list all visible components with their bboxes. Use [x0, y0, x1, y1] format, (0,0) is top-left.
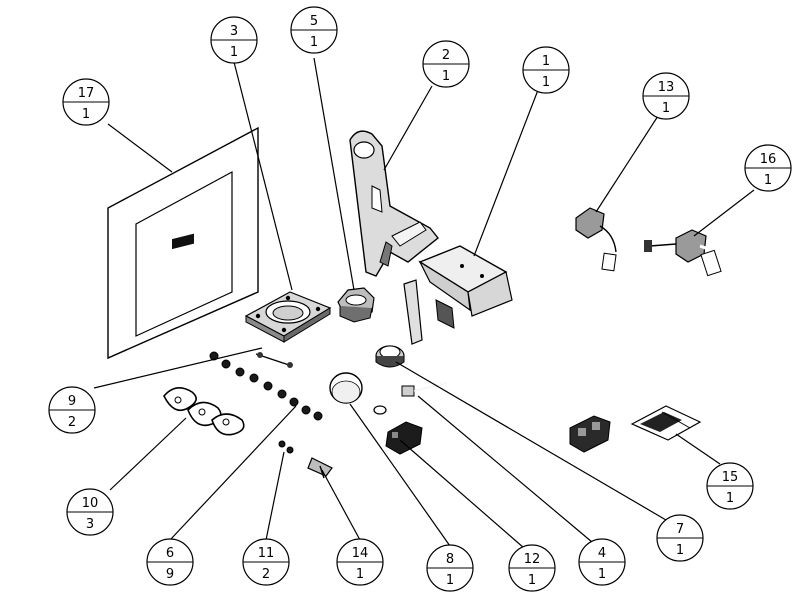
balloon-9-number: 9 [68, 394, 76, 409]
balloon-7-quantity: 1 [676, 543, 684, 558]
balloon-15: 15 1 [706, 462, 754, 510]
balloon-15-quantity: 1 [726, 491, 734, 506]
balloon-11: 11 2 [242, 538, 290, 586]
part-5-knob-nut [337, 287, 375, 323]
leader-14 [321, 469, 361, 541]
leader-10 [109, 417, 187, 491]
leader-15 [675, 433, 721, 465]
part-17-label-sheet [107, 126, 259, 360]
balloon-2: 2 1 [422, 40, 470, 88]
balloon-10-number: 10 [82, 496, 99, 511]
part-14-clip [307, 457, 333, 479]
balloon-6-quantity: 9 [166, 567, 174, 582]
balloon-2-quantity: 1 [442, 69, 450, 84]
part-2-support-bracket [349, 130, 439, 277]
balloon-5-number: 5 [310, 14, 318, 29]
leader-7 [395, 361, 667, 521]
balloon-16: 16 1 [744, 144, 792, 192]
balloon-8-number: 8 [446, 552, 454, 567]
leader-12 [399, 439, 525, 549]
leader-8 [349, 403, 451, 547]
balloon-2-number: 2 [442, 48, 450, 63]
leader-9 [93, 347, 263, 389]
leader-16 [693, 189, 755, 237]
balloon-3-number: 3 [230, 24, 238, 39]
part-15-label-pad [630, 405, 702, 441]
part-4-bolt [401, 382, 447, 397]
balloon-6-number: 6 [166, 546, 174, 561]
balloon-5: 5 1 [290, 6, 338, 54]
balloon-7-number: 7 [676, 522, 684, 537]
balloon-7: 7 1 [656, 514, 704, 562]
part-16-wire-harness [552, 229, 726, 453]
balloon-9: 9 2 [48, 386, 96, 434]
balloon-16-quantity: 1 [764, 173, 772, 188]
balloon-14-quantity: 1 [356, 567, 364, 582]
leader-4 [417, 395, 593, 543]
leader-11 [265, 451, 285, 541]
part-6-screw-set [209, 351, 323, 421]
leader-3 [233, 61, 293, 291]
leader-13 [595, 115, 659, 213]
balloon-4-number: 4 [598, 546, 606, 561]
balloon-13-quantity: 1 [662, 101, 670, 116]
balloon-6: 6 9 [146, 538, 194, 586]
balloon-1-quantity: 1 [542, 75, 550, 90]
leader-6 [169, 405, 297, 541]
balloon-8: 8 1 [426, 544, 474, 592]
balloon-12-quantity: 1 [528, 573, 536, 588]
balloon-14-number: 14 [352, 546, 369, 561]
part-10-gasket-set [163, 387, 245, 436]
balloon-14: 14 1 [336, 538, 384, 586]
part-3-flange-plate [244, 291, 332, 343]
balloon-11-number: 11 [258, 546, 275, 561]
balloon-13-number: 13 [658, 80, 675, 95]
balloon-12: 12 1 [508, 544, 556, 592]
balloon-17: 17 1 [62, 78, 110, 126]
balloon-13: 13 1 [642, 72, 690, 120]
leader-lines [93, 57, 755, 549]
part-8-round-cap [329, 372, 363, 404]
leader-1 [473, 89, 539, 257]
part-11-nut-pair [278, 440, 294, 454]
balloon-17-number: 17 [78, 86, 95, 101]
part-7-grommet [375, 345, 405, 368]
balloon-12-number: 12 [524, 552, 541, 567]
balloon-9-quantity: 2 [68, 415, 76, 430]
balloon-10-quantity: 3 [86, 517, 94, 532]
balloon-4: 4 1 [578, 538, 626, 586]
balloon-17-quantity: 1 [82, 107, 90, 122]
leader-5 [313, 57, 355, 291]
part-13-wire-harness [385, 207, 617, 455]
balloon-16-number: 16 [760, 152, 777, 167]
balloon-8-quantity: 1 [446, 573, 454, 588]
balloon-10: 10 3 [66, 488, 114, 536]
balloon-1-number: 1 [542, 54, 550, 69]
part-1-base-bracket [403, 245, 513, 345]
part-9-pin [255, 352, 293, 368]
leader-2 [383, 85, 433, 171]
balloon-5-quantity: 1 [310, 35, 318, 50]
leader-17 [107, 123, 173, 173]
balloon-3-quantity: 1 [230, 45, 238, 60]
balloon-3: 3 1 [210, 16, 258, 64]
part-12-washer [373, 405, 387, 415]
balloon-4-quantity: 1 [598, 567, 606, 582]
balloon-1: 1 1 [522, 46, 570, 94]
balloon-15-number: 15 [722, 470, 739, 485]
balloon-11-quantity: 2 [262, 567, 270, 582]
